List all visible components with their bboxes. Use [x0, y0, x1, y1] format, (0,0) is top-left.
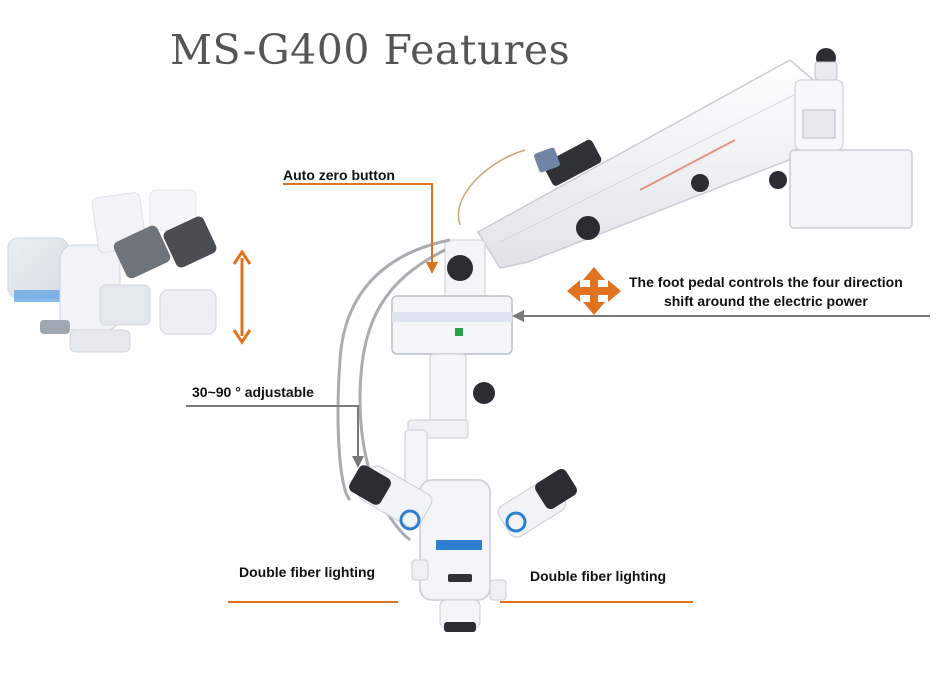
page-title: MS-G400 Features — [170, 26, 571, 74]
foot-pedal-label-line2: shift around the electric power — [663, 293, 868, 309]
double-fiber-left-label: Double fiber lighting — [239, 564, 376, 580]
vertical-double-arrow-icon — [232, 249, 252, 345]
microscope-head — [349, 465, 577, 632]
adjustable-label: 30~90 ° adjustable — [192, 384, 314, 400]
adjustable-callout — [186, 405, 364, 468]
microscope-arm — [444, 48, 913, 301]
four-direction-arrow-icon — [567, 267, 621, 315]
tilting-head-ghost-image — [7, 189, 217, 353]
foot-pedal-label-line1: The foot pedal controls the four directi… — [629, 274, 903, 290]
foot-pedal-label: The foot pedal controls the four directi… — [629, 273, 903, 311]
foot-pedal-callout — [512, 310, 930, 322]
auto-zero-label: Auto zero button — [283, 167, 395, 183]
double-fiber-right-label: Double fiber lighting — [530, 568, 667, 584]
control-box — [391, 295, 513, 355]
auto-zero-callout — [283, 183, 438, 274]
